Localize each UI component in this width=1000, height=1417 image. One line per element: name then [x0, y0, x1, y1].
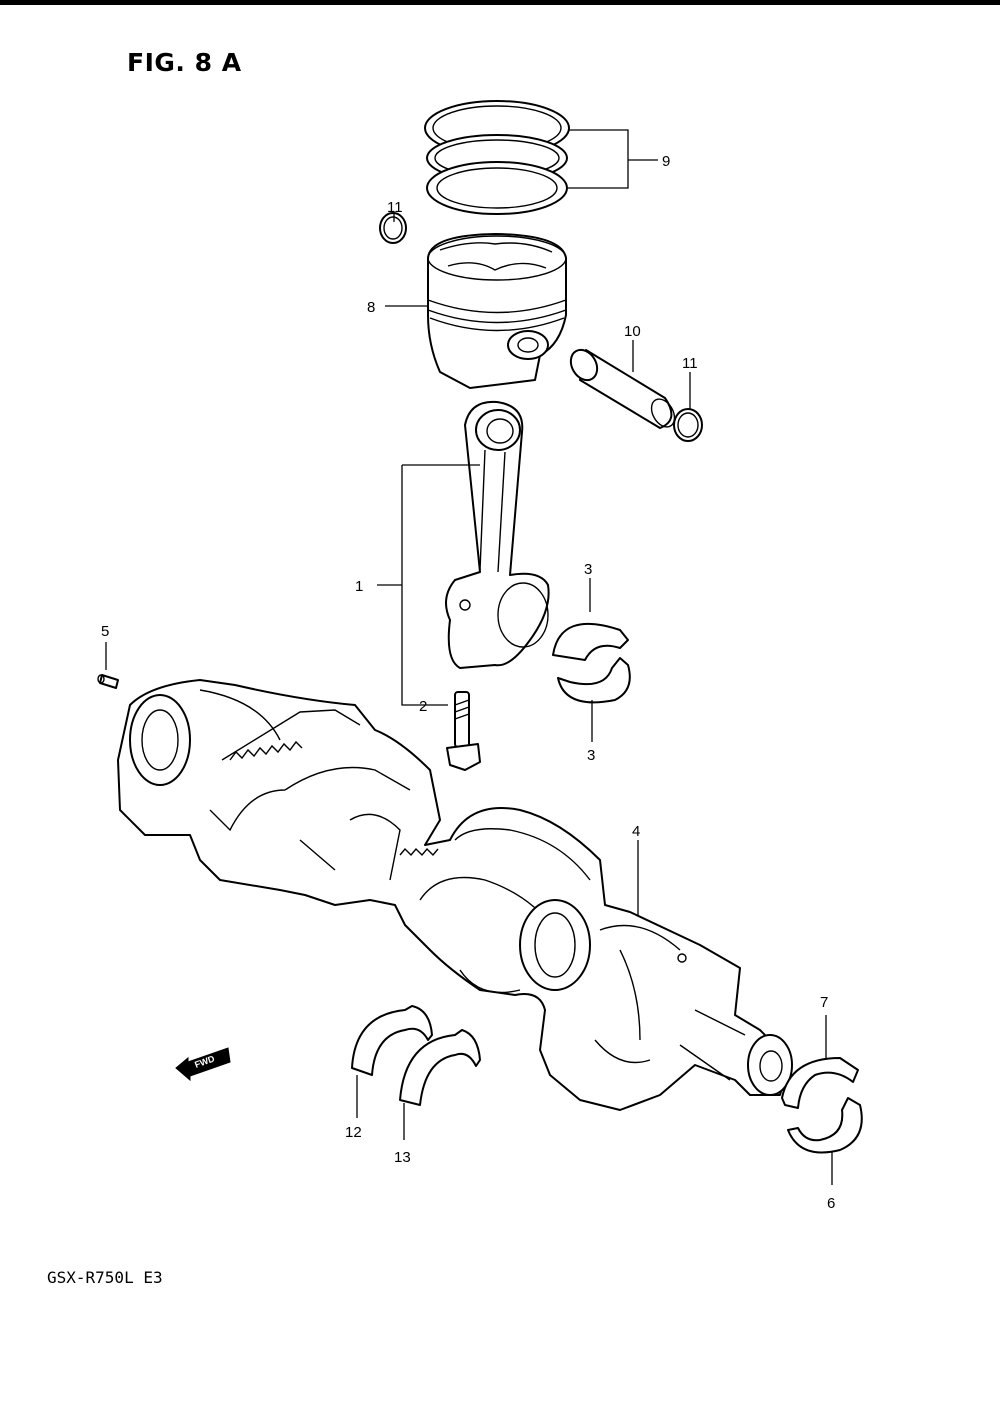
- callout-7: 7: [820, 994, 828, 1011]
- thrust-washer-13: [399, 1029, 481, 1106]
- model-code: GSX-R750L E3: [47, 1268, 163, 1287]
- callout-3-top: 3: [584, 561, 592, 578]
- crankshaft: [117, 679, 793, 1111]
- callout-2: 2: [419, 698, 427, 715]
- connecting-rod: [445, 400, 550, 669]
- callout-12: 12: [345, 1124, 362, 1141]
- callout-9: 9: [662, 153, 670, 170]
- thrust-washer-12: [351, 1005, 433, 1076]
- circlip-left: [379, 212, 407, 244]
- callout-6: 6: [827, 1195, 835, 1212]
- callout-3-bottom: 3: [587, 747, 595, 764]
- piston: [427, 233, 567, 389]
- main-bearing-lower: [787, 1097, 863, 1154]
- callout-13: 13: [394, 1149, 411, 1166]
- dowel-pin: [97, 674, 119, 689]
- piston-rings: [424, 100, 570, 215]
- callout-5: 5: [101, 623, 109, 640]
- forward-direction-arrow-icon: FWD: [175, 1047, 231, 1082]
- top-border: [0, 0, 1000, 5]
- rod-bolt: [446, 691, 481, 771]
- callout-11-left: 11: [387, 199, 403, 216]
- callout-8: 8: [367, 299, 375, 316]
- callout-4: 4: [632, 823, 640, 840]
- callout-10: 10: [624, 323, 641, 340]
- callout-1: 1: [355, 578, 363, 595]
- piston-pin: [569, 348, 676, 429]
- callout-11-right: 11: [682, 355, 698, 372]
- circlip-right: [673, 408, 703, 442]
- rod-bearing-upper: [552, 622, 629, 661]
- figure-title: FIG. 8 A: [127, 48, 242, 77]
- main-bearing-upper: [781, 1057, 859, 1109]
- rod-bearing-lower: [557, 657, 631, 704]
